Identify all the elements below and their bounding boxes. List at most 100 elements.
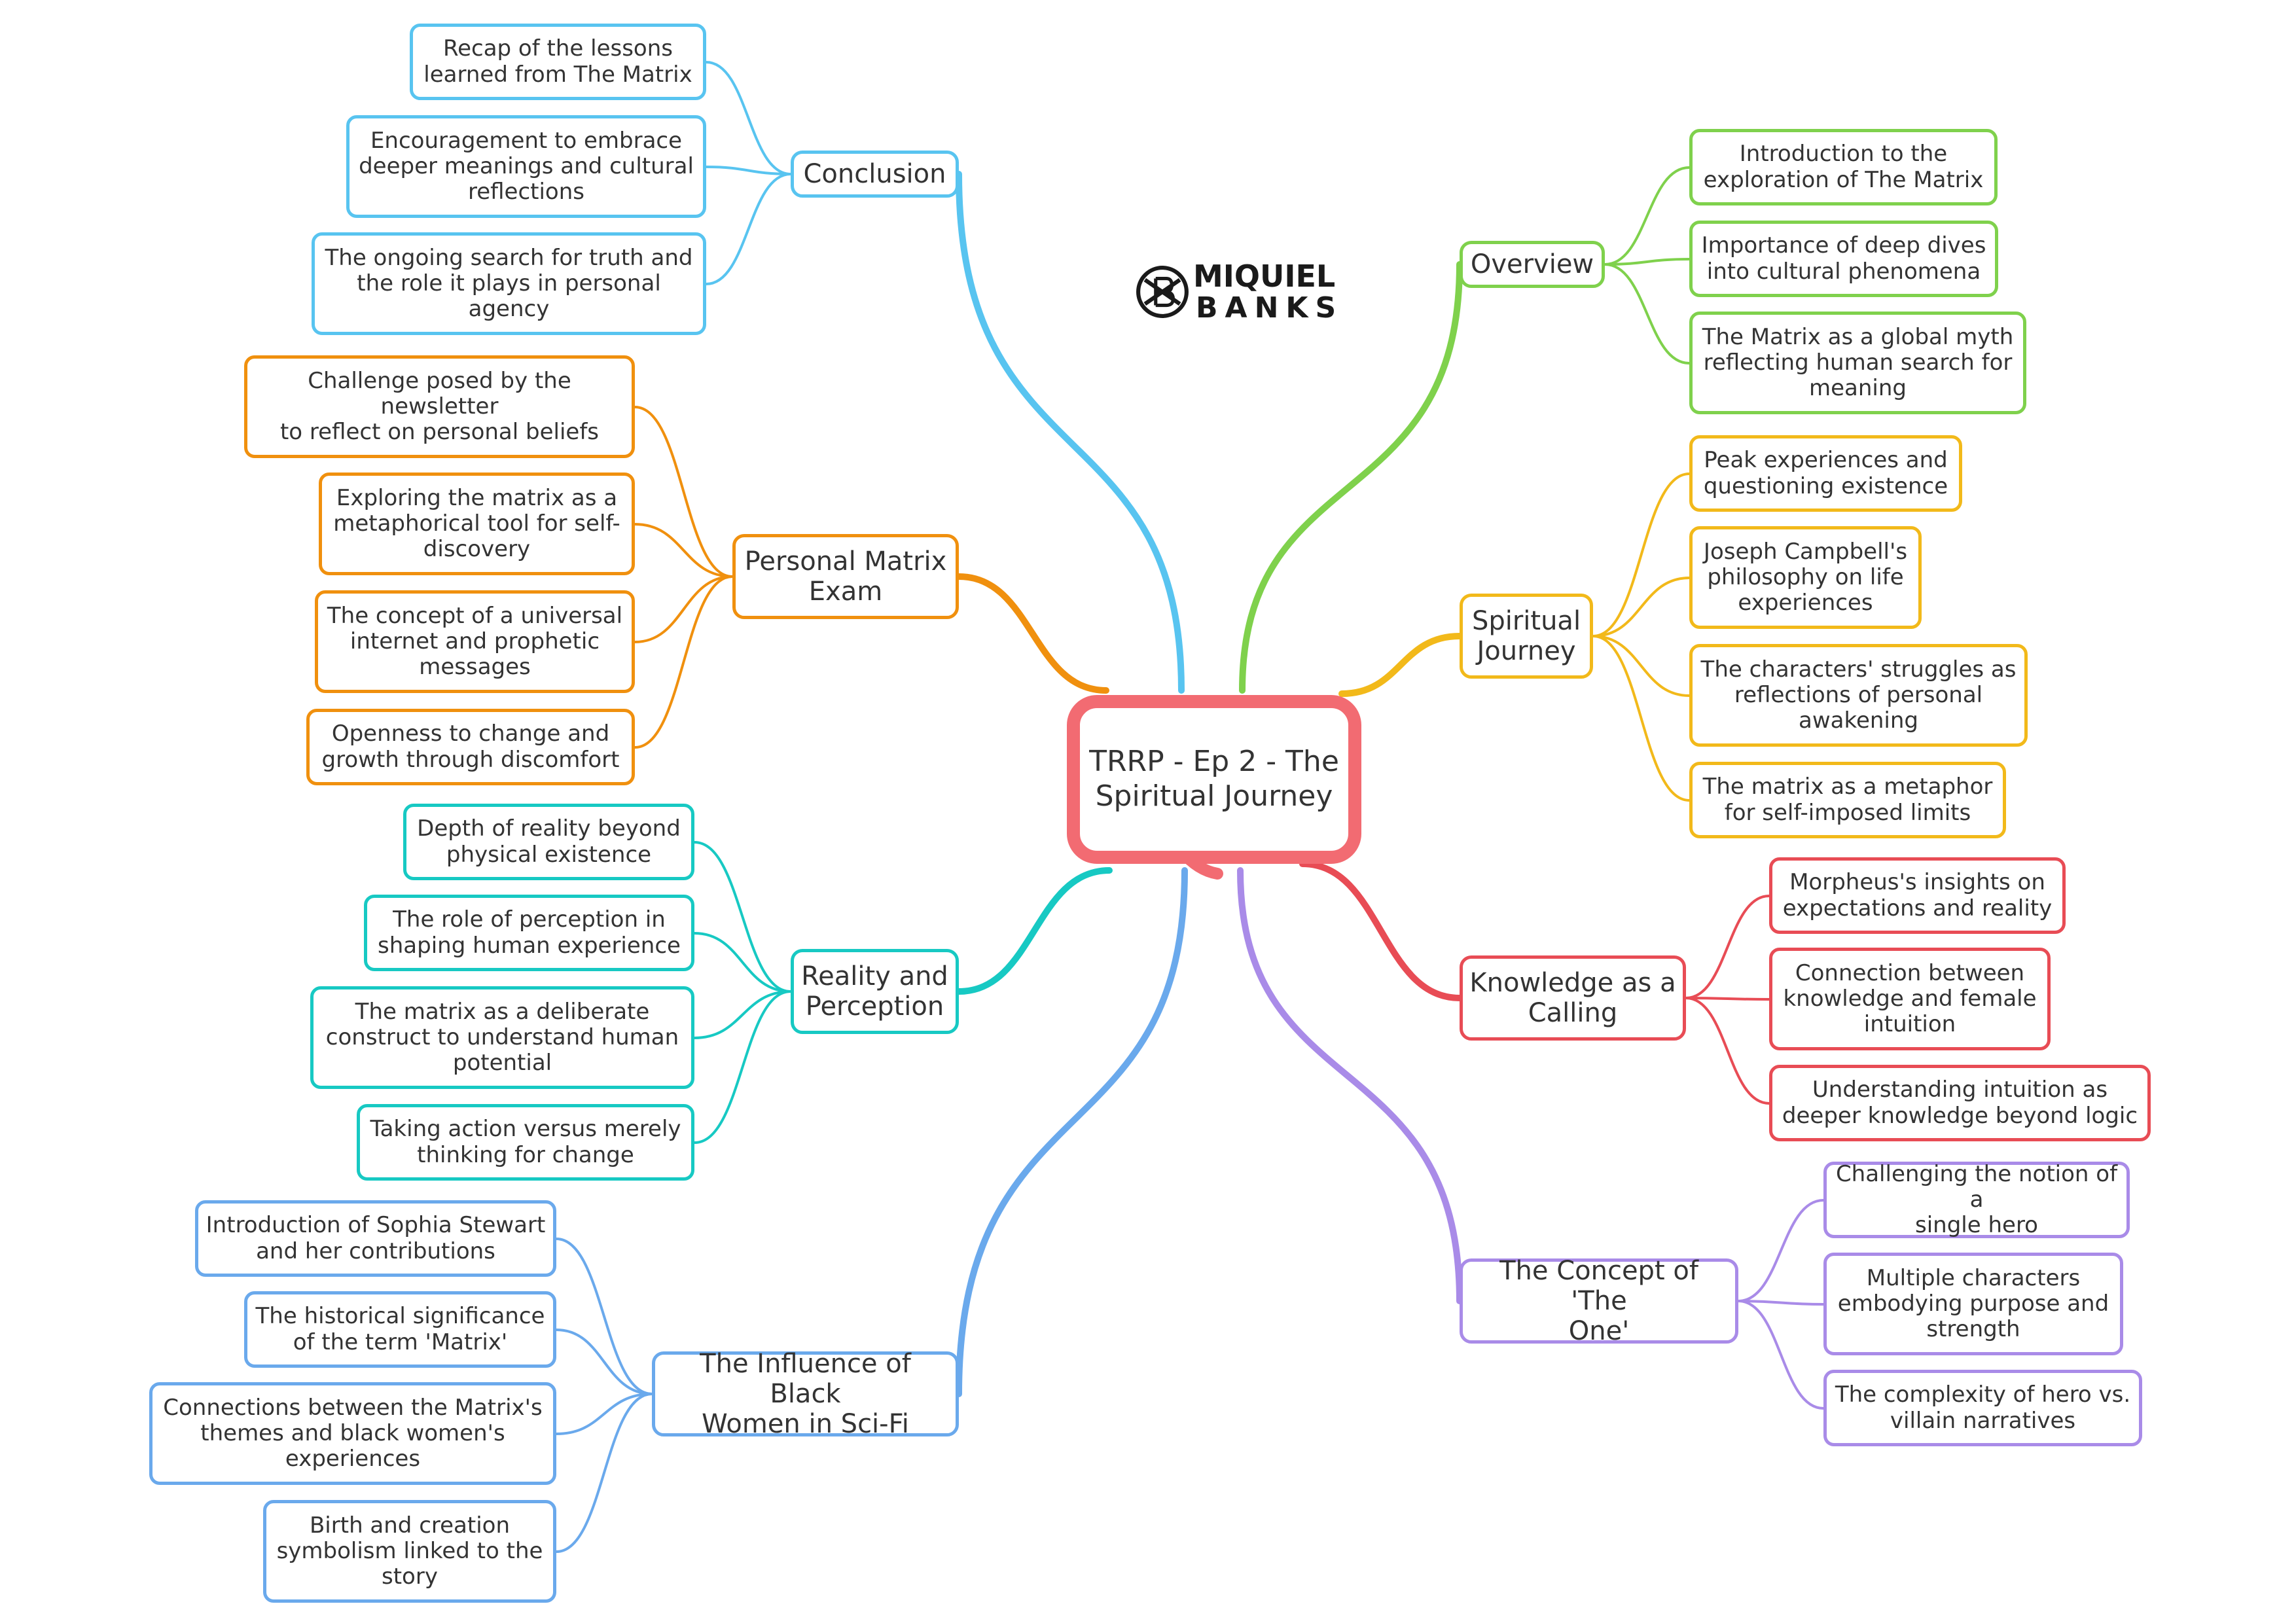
connector-spiritual-leaf-21 [1592,635,1691,802]
topic-female-intuition[interactable]: Connection between knowledge and female … [1769,948,2051,1050]
topic-birth-creation-symbolism-label: Birth and creation symbolism linked to t… [276,1512,543,1590]
topic-intuition-beyond-logic-label: Understanding intuition as deeper knowle… [1782,1077,2138,1129]
central-topic[interactable]: TRRP - Ep 2 - The Spiritual Journey [1067,695,1361,864]
topic-openness-to-change[interactable]: Openness to change and growth through di… [306,709,635,785]
topic-recap-lessons[interactable]: Recap of the lessons learned from The Ma… [410,24,706,100]
connector-center-influence [956,867,1188,1397]
branch-conclusion[interactable]: Conclusion [791,151,959,198]
topic-global-myth[interactable]: The Matrix as a global myth reflecting h… [1689,312,2026,414]
topic-challenge-newsletter[interactable]: Challenge posed by the newsletter to ref… [244,355,635,458]
connector-knowledge-leaf-24 [1685,997,1770,1105]
topic-morpheus-insights-label: Morpheus's insights on expectations and … [1782,869,2053,921]
logo-text-line2: BANKS [1196,291,1344,325]
topic-single-hero-label: Challenging the notion of a single hero [1835,1160,2118,1239]
central-topic-label: TRRP - Ep 2 - The Spiritual Journey [1089,745,1339,813]
topic-joseph-campbell[interactable]: Joseph Campbell's philosophy on life exp… [1689,526,1922,629]
branch-concept-the-one-label: The Concept of 'The One' [1499,1256,1698,1346]
connector-knowledge-leaf-23 [1685,997,1770,1001]
topic-characters-struggles[interactable]: The characters' struggles as reflections… [1689,644,2028,747]
topic-peak-experiences-label: Peak experiences and questioning existen… [1703,447,1948,499]
connector-personal-leaf-4 [634,523,734,578]
topic-characters-struggles-label: The characters' struggles as reflections… [1700,656,2017,734]
connector-concept-leaf-26 [1737,1300,1825,1306]
topic-single-hero[interactable]: Challenging the notion of a single hero [1823,1160,2130,1239]
connector-spiritual-leaf-18 [1592,473,1691,637]
branch-knowledge-calling[interactable]: Knowledge as a Calling [1460,955,1686,1041]
connector-conclusion-leaf-0 [705,61,792,175]
topic-taking-action-label: Taking action versus merely thinking for… [370,1116,681,1168]
connector-center-reality [956,867,1113,995]
branch-reality-perception-label: Reality and Perception [801,961,948,1022]
topic-intuition-beyond-logic[interactable]: Understanding intuition as deeper knowle… [1769,1065,2151,1141]
topic-peak-experiences[interactable]: Peak experiences and questioning existen… [1689,435,1962,512]
topic-self-imposed-limits[interactable]: The matrix as a metaphor for self-impose… [1689,762,2006,838]
topic-self-imposed-limits-label: The matrix as a metaphor for self-impose… [1702,774,1993,826]
topic-role-of-perception[interactable]: The role of perception in shaping human … [364,895,694,971]
branch-reality-perception[interactable]: Reality and Perception [791,949,959,1034]
topic-encouragement-deeper-meanings[interactable]: Encouragement to embrace deeper meanings… [346,115,706,218]
branch-conclusion-label: Conclusion [803,159,946,189]
connector-spiritual-leaf-19 [1592,577,1691,637]
topic-multiple-characters[interactable]: Multiple characters embodying purpose an… [1823,1253,2123,1355]
topic-importance-deep-dives[interactable]: Importance of deep dives into cultural p… [1689,221,1998,297]
connector-influence-leaf-13 [555,1393,653,1435]
topic-metaphorical-tool-label: Exploring the matrix as a metaphorical t… [333,484,620,563]
connector-concept-leaf-25 [1737,1199,1825,1302]
topic-female-intuition-label: Connection between knowledge and female … [1783,959,2037,1038]
topic-deliberate-construct[interactable]: The matrix as a deliberate construct to … [310,986,694,1089]
branch-spiritual-journey-label: Spiritual Journey [1471,606,1581,666]
connector-reality-leaf-9 [693,990,792,1039]
connector-center-overview [1239,261,1463,694]
connector-reality-leaf-7 [693,841,792,993]
branch-overview[interactable]: Overview [1460,241,1605,288]
connector-reality-leaf-10 [693,990,792,1144]
logo-text-line1: MIQUIEL [1193,259,1336,294]
topic-term-matrix-history-label: The historical significance of the term … [255,1303,545,1355]
connector-influence-leaf-11 [555,1238,653,1395]
topic-morpheus-insights[interactable]: Morpheus's insights on expectations and … [1769,857,2066,934]
branch-influence-black-women-label: The Influence of Black Women in Sci-Fi [700,1349,911,1439]
topic-term-matrix-history[interactable]: The historical significance of the term … [244,1291,556,1368]
topic-global-myth-label: The Matrix as a global myth reflecting h… [1702,323,2014,402]
connector-personal-leaf-3 [634,406,734,578]
topic-themes-connections-label: Connections between the Matrix's themes … [163,1394,543,1472]
connector-center-personal [956,573,1109,694]
branch-knowledge-calling-label: Knowledge as a Calling [1469,968,1676,1028]
topic-sophia-stewart[interactable]: Introduction of Sophia Stewart and her c… [195,1200,556,1277]
connector-center-conclusion [956,171,1185,694]
topic-universal-internet[interactable]: The concept of a universal internet and … [315,590,635,693]
topic-themes-connections[interactable]: Connections between the Matrix's themes … [149,1382,556,1485]
topic-sophia-stewart-label: Introduction of Sophia Stewart and her c… [206,1212,546,1264]
topic-multiple-characters-label: Multiple characters embodying purpose an… [1837,1264,2109,1343]
topic-universal-internet-label: The concept of a universal internet and … [327,602,623,681]
branch-influence-black-women[interactable]: The Influence of Black Women in Sci-Fi [652,1349,959,1439]
topic-intro-exploration-label: Introduction to the exploration of The M… [1703,141,1984,193]
topic-depth-of-reality[interactable]: Depth of reality beyond physical existen… [403,804,694,880]
connector-spiritual-leaf-20 [1592,635,1691,697]
topic-taking-action[interactable]: Taking action versus merely thinking for… [357,1104,694,1181]
topic-joseph-campbell-label: Joseph Campbell's philosophy on life exp… [1703,538,1908,616]
topic-birth-creation-symbolism[interactable]: Birth and creation symbolism linked to t… [263,1500,556,1603]
topic-role-of-perception-label: The role of perception in shaping human … [378,906,681,959]
topic-metaphorical-tool[interactable]: Exploring the matrix as a metaphorical t… [319,473,635,575]
topic-ongoing-search-truth[interactable]: The ongoing search for truth and the rol… [312,232,706,335]
topic-intro-exploration[interactable]: Introduction to the exploration of The M… [1689,129,1998,205]
topic-hero-villain-label: The complexity of hero vs. villain narra… [1835,1382,2131,1434]
connector-influence-leaf-14 [555,1393,653,1553]
branch-overview-label: Overview [1470,249,1594,279]
topic-hero-villain[interactable]: The complexity of hero vs. villain narra… [1823,1370,2142,1446]
topic-encouragement-deeper-meanings-label: Encouragement to embrace deeper meanings… [359,127,694,205]
topic-deliberate-construct-label: The matrix as a deliberate construct to … [325,998,679,1077]
branch-spiritual-journey[interactable]: Spiritual Journey [1460,594,1593,679]
branch-concept-the-one[interactable]: The Concept of 'The One' [1460,1256,1738,1346]
connector-center-spiritual [1338,633,1463,697]
connector-personal-leaf-6 [634,575,734,749]
topic-depth-of-reality-label: Depth of reality beyond physical existen… [417,815,681,868]
connector-overview-leaf-17 [1604,263,1691,365]
mb-monogram-icon [1136,266,1189,318]
branch-personal-matrix-exam[interactable]: Personal Matrix Exam [732,534,959,619]
connector-knowledge-leaf-22 [1685,895,1770,999]
connector-conclusion-leaf-1 [705,166,792,175]
topic-importance-deep-dives-label: Importance of deep dives into cultural p… [1701,232,1986,285]
